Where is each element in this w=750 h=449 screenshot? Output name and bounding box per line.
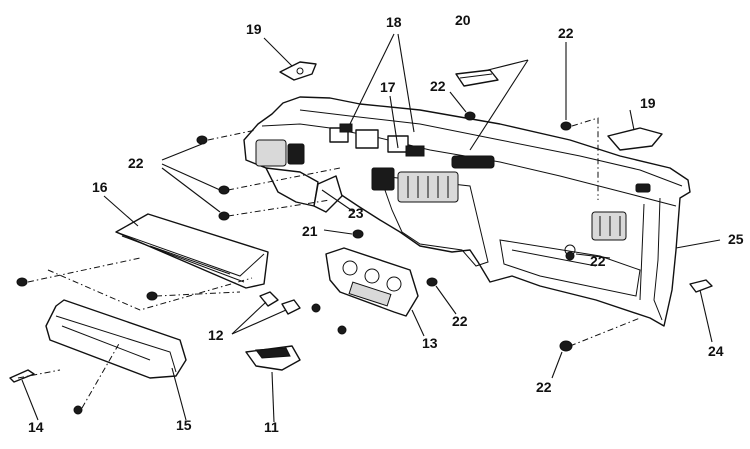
callout-12: 12 [208,327,224,343]
knob-12a [259,291,279,307]
callout-19b: 19 [640,95,656,111]
callout-leaders [21,33,721,423]
pin-14 [9,369,35,383]
callout-25: 25 [728,231,744,247]
tray-11 [245,345,301,371]
callout-24: 24 [708,343,724,359]
centre-trim-panel [325,247,419,317]
callout-22-left: 22 [128,155,144,171]
callout-22-center: 22 [452,313,468,329]
glovebox-lid [45,299,187,379]
callout-numbers: 19 18 20 22 22 19 17 22 16 23 21 25 22 1… [28,12,744,435]
callout-16: 16 [92,179,108,195]
callout-15: 15 [176,417,192,433]
callout-11: 11 [264,419,279,435]
trim-cap-left [279,61,317,81]
callout-23: 23 [348,205,364,221]
callout-22-right-mid: 22 [590,253,606,269]
callout-14: 14 [28,419,44,435]
glovebox-housing [115,213,269,289]
callout-19a: 19 [246,21,262,37]
knob-12b [281,299,301,315]
callout-13: 13 [422,335,438,351]
cover-20 [455,69,499,87]
callout-20: 20 [455,12,471,28]
callout-17: 17 [380,79,396,95]
clip-24 [689,279,713,293]
callout-22-top-mid: 22 [430,78,446,94]
callout-22-top-right: 22 [558,25,574,41]
assembly-lines [17,117,641,409]
instrument-panel [243,96,691,327]
callout-18: 18 [386,14,402,30]
trim-cap-right [607,127,663,151]
callout-22-bottom: 22 [536,379,552,395]
callout-21: 21 [302,223,318,239]
screws [16,111,575,415]
